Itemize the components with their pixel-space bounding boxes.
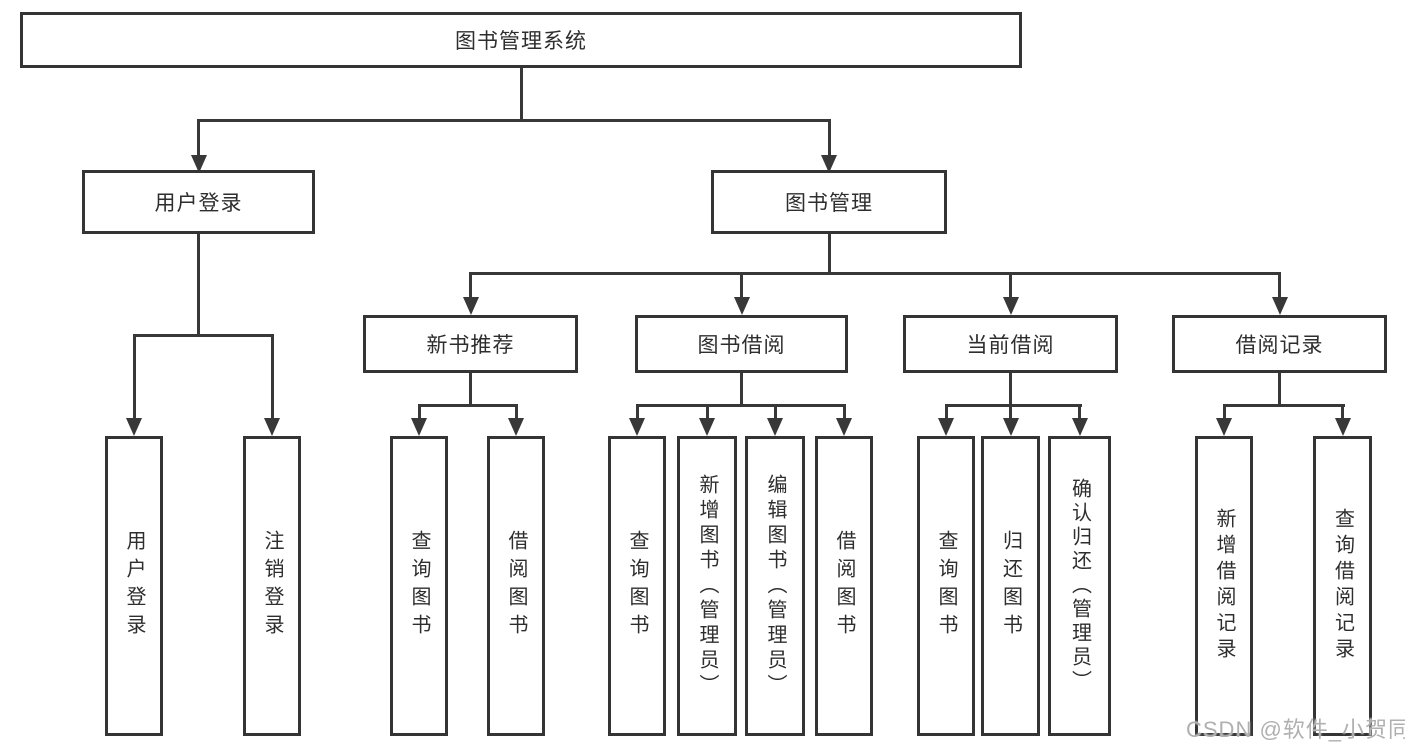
connector-line bbox=[197, 234, 200, 337]
arrow-down bbox=[411, 418, 427, 436]
connector-line bbox=[417, 404, 518, 407]
arrow-down bbox=[508, 418, 524, 436]
connector-line bbox=[827, 119, 831, 157]
connector-line bbox=[469, 373, 472, 407]
node-label: 查询图书 bbox=[626, 530, 648, 642]
arrow-down bbox=[1334, 418, 1351, 436]
node-book-management: 图书管理 bbox=[711, 170, 947, 234]
arrow-down bbox=[1216, 418, 1232, 436]
node-label: 编辑图书（管理员） bbox=[764, 473, 786, 699]
node-label: 新增图书（管理员） bbox=[696, 473, 718, 699]
node-label: 查询图书 bbox=[935, 530, 957, 642]
node-label: 图书借阅 bbox=[697, 334, 786, 357]
node-label: 查询借阅记录 bbox=[1331, 508, 1354, 664]
connector-line bbox=[1009, 404, 1012, 420]
connector-line bbox=[1009, 272, 1012, 299]
connector-line bbox=[469, 272, 1281, 275]
connector-line bbox=[705, 404, 709, 420]
node-label: 查询图书 bbox=[408, 530, 430, 642]
arrow-down bbox=[462, 297, 479, 315]
csdn-watermark: CSDN @软件_小贺同学 bbox=[1186, 717, 1405, 742]
connector-line bbox=[1278, 272, 1281, 299]
connector-line bbox=[1009, 373, 1012, 407]
node-library-management-system: 图书管理系统 bbox=[20, 12, 1022, 68]
leaf-confirm-return-admin: 确认归还（管理员） bbox=[1048, 436, 1111, 736]
arrow-down bbox=[1002, 418, 1019, 436]
leaf-return-books: 归还图书 bbox=[981, 436, 1040, 736]
arrow-down bbox=[126, 418, 142, 436]
arrow-down bbox=[1271, 297, 1288, 315]
connector-line bbox=[827, 234, 831, 275]
leaf-borrow-books: 借阅图书 bbox=[815, 436, 873, 736]
arrow-down bbox=[1071, 418, 1088, 436]
connector-line bbox=[740, 272, 743, 299]
arrow-down bbox=[767, 418, 783, 436]
arrow-down bbox=[264, 418, 280, 436]
connector-line bbox=[1341, 404, 1344, 420]
arrow-down bbox=[836, 418, 852, 436]
node-label: 新书推荐 bbox=[426, 334, 515, 357]
connector-line bbox=[1222, 404, 1345, 407]
connector-line bbox=[635, 404, 639, 420]
node-current-borrow: 当前借阅 bbox=[903, 315, 1118, 373]
leaf-add-books-admin: 新增图书（管理员） bbox=[677, 436, 737, 736]
connector-line bbox=[1278, 373, 1281, 407]
node-label: 图书管理 bbox=[785, 192, 873, 215]
connector-line bbox=[514, 404, 518, 420]
connector-line bbox=[270, 334, 274, 420]
connector-line bbox=[842, 404, 846, 420]
node-label: 借阅图书 bbox=[833, 530, 855, 642]
connector-line bbox=[469, 272, 472, 299]
arrow-down bbox=[629, 418, 645, 436]
leaf-query-books-recommend: 查询图书 bbox=[390, 436, 448, 736]
connector-line bbox=[740, 373, 743, 407]
leaf-add-borrow-record: 新增借阅记录 bbox=[1195, 436, 1253, 736]
arrow-down bbox=[699, 418, 715, 436]
connector-line bbox=[132, 334, 274, 337]
node-label: 注销登录 bbox=[261, 530, 283, 642]
connector-line bbox=[944, 404, 1082, 407]
node-label: 新增借阅记录 bbox=[1213, 508, 1235, 664]
connector-line bbox=[773, 404, 777, 420]
connector-line bbox=[1222, 404, 1226, 420]
arrow-down bbox=[938, 418, 954, 436]
connector-line bbox=[132, 334, 136, 420]
connector-line bbox=[519, 68, 523, 121]
connector-line bbox=[197, 119, 831, 122]
arrow-down bbox=[733, 297, 750, 315]
node-label: 用户登录 bbox=[154, 192, 243, 215]
leaf-logout: 注销登录 bbox=[243, 436, 301, 736]
node-label: 当前借阅 bbox=[966, 334, 1055, 357]
connector-line bbox=[1078, 404, 1081, 420]
leaf-query-books-borrow: 查询图书 bbox=[608, 436, 666, 736]
node-user-login: 用户登录 bbox=[82, 170, 315, 234]
connector-line bbox=[197, 119, 200, 157]
connector-line bbox=[635, 404, 846, 407]
node-label: 图书管理系统 bbox=[455, 30, 587, 53]
arrow-down bbox=[190, 155, 207, 173]
node-book-borrow: 图书借阅 bbox=[635, 315, 848, 373]
node-new-book-recommend: 新书推荐 bbox=[363, 315, 578, 373]
connector-line bbox=[417, 404, 421, 420]
node-label: 借阅记录 bbox=[1235, 334, 1324, 357]
arrow-down bbox=[821, 155, 837, 173]
leaf-edit-books-admin: 编辑图书（管理员） bbox=[745, 436, 805, 736]
leaf-borrow-books-recommend: 借阅图书 bbox=[487, 436, 545, 736]
node-label: 用户登录 bbox=[123, 530, 145, 642]
node-label: 归还图书 bbox=[999, 530, 1022, 642]
node-label: 确认归还（管理员） bbox=[1068, 478, 1091, 694]
arrow-down bbox=[1002, 297, 1019, 315]
node-borrow-records: 借阅记录 bbox=[1172, 315, 1387, 373]
node-label: 借阅图书 bbox=[505, 530, 527, 642]
connector-line bbox=[944, 404, 948, 420]
leaf-query-books-current: 查询图书 bbox=[917, 436, 975, 736]
leaf-user-login: 用户登录 bbox=[105, 436, 163, 736]
leaf-query-borrow-record: 查询借阅记录 bbox=[1313, 436, 1372, 736]
